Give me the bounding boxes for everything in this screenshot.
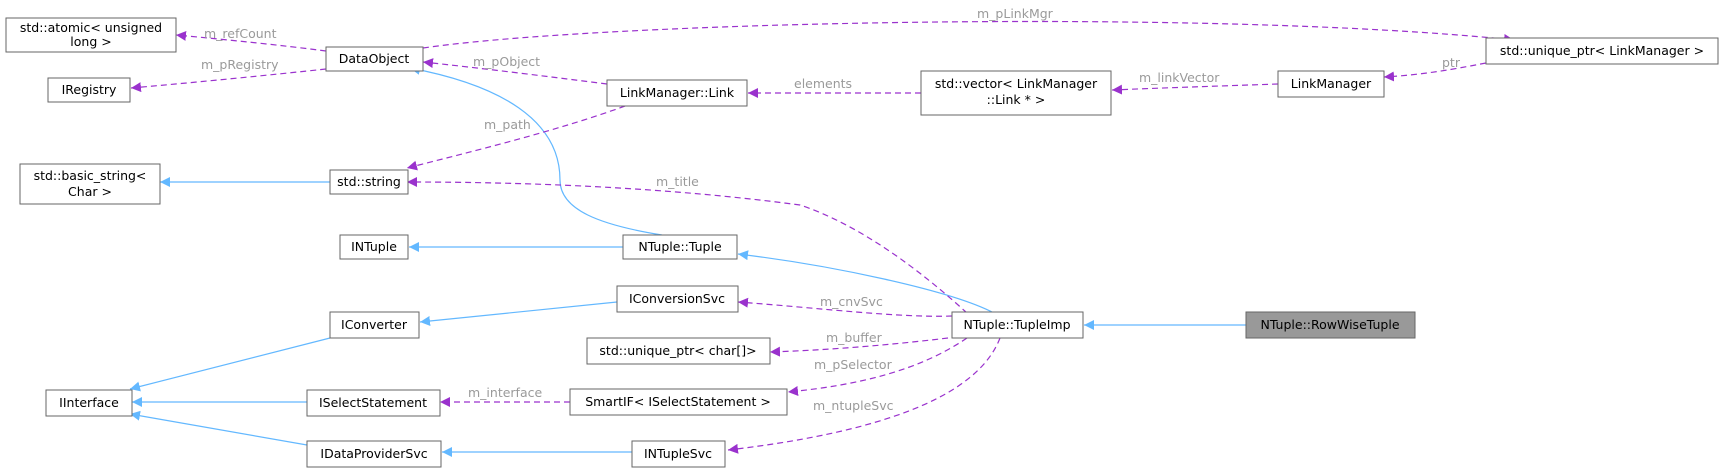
- node-label: DataObject: [339, 51, 410, 66]
- node-iconversionsvc[interactable]: IConversionSvc: [616, 285, 739, 313]
- edge-use-path: [406, 105, 626, 171]
- node-iselectstatement[interactable]: ISelectStatement: [306, 389, 441, 417]
- node-intuplesvc[interactable]: INTupleSvc: [631, 440, 726, 468]
- edge-label-ntuplesvc: m_ntupleSvc: [813, 398, 894, 413]
- node-iinterface[interactable]: IInterface: [45, 389, 133, 417]
- edge-inherit-tuple-dataobject: [409, 64, 663, 236]
- node-linkmanager-link[interactable]: LinkManager::Link: [606, 79, 748, 107]
- edge-label-interface: m_interface: [468, 385, 542, 400]
- edge-label-pregistry: m_pRegistry: [201, 57, 279, 72]
- edge-label-path: m_path: [484, 117, 531, 132]
- edge-use-title: [406, 177, 968, 314]
- edge-label-title: m_title: [656, 174, 699, 189]
- edge-label-pobject: m_pObject: [473, 54, 540, 69]
- node-label: LinkManager::Link: [620, 85, 735, 100]
- node-label: IRegistry: [62, 82, 117, 97]
- node-label: IInterface: [59, 395, 119, 410]
- edge-use-pregistry: [130, 68, 327, 93]
- node-label: NTuple::TupleImp: [963, 317, 1070, 332]
- node-label: NTuple::RowWiseTuple: [1260, 317, 1399, 332]
- node-label: LinkManager: [1291, 76, 1372, 91]
- node-intuple[interactable]: INTuple: [339, 234, 409, 260]
- node-label: std::basic_string<: [34, 168, 147, 183]
- edge-use-plinkmgr: [422, 20, 1515, 49]
- node-ntuple-rowwisetuple[interactable]: NTuple::RowWiseTuple: [1245, 311, 1416, 339]
- node-dataobject[interactable]: DataObject: [325, 46, 424, 72]
- edge-label-refcount: m_refCount: [204, 26, 277, 41]
- node-label: long >: [70, 34, 111, 49]
- edge-inherit-iconversionsvc-iconverter: [419, 301, 618, 326]
- node-std-vector[interactable]: std::vector< LinkManager ::Link * >: [920, 70, 1112, 116]
- node-idataprovidersvc[interactable]: IDataProviderSvc: [306, 440, 442, 468]
- edge-use-cnvsvc: [737, 297, 953, 317]
- node-label: std::unique_ptr< LinkManager >: [1500, 43, 1704, 58]
- edge-label-plinkmgr: m_pLinkMgr: [977, 6, 1054, 21]
- node-iconverter[interactable]: IConverter: [329, 311, 420, 339]
- node-label: SmartIF< ISelectStatement >: [585, 394, 771, 409]
- node-label: IDataProviderSvc: [320, 446, 427, 461]
- edge-use-pselector: [787, 337, 968, 397]
- edge-label-pselector: m_pSelector: [814, 357, 893, 372]
- edge-inherit-idataprovider-iinterface: [129, 410, 308, 446]
- node-unique-ptr-linkmanager[interactable]: std::unique_ptr< LinkManager >: [1485, 37, 1719, 65]
- node-ntuple-tuple[interactable]: NTuple::Tuple: [622, 234, 738, 260]
- edge-use-ptr: [1383, 62, 1487, 82]
- edge-label-buffer: m_buffer: [826, 330, 883, 345]
- node-label: ::Link * >: [987, 92, 1046, 107]
- node-std-string[interactable]: std::string: [329, 169, 409, 195]
- node-std-atomic[interactable]: std::atomic< unsigned long >: [5, 17, 177, 53]
- node-linkmanager[interactable]: LinkManager: [1277, 70, 1385, 98]
- node-ntuple-tupleimp[interactable]: NTuple::TupleImp: [951, 311, 1084, 339]
- node-label: std::string: [337, 174, 401, 189]
- node-label: std::atomic< unsigned: [20, 20, 162, 35]
- node-label: Char >: [68, 184, 112, 199]
- node-label: INTuple: [351, 239, 397, 254]
- edge-use-refcount: [175, 30, 327, 52]
- edge-use-buffer: [769, 337, 949, 357]
- edge-label-cnvsvc: m_cnvSvc: [820, 294, 883, 309]
- node-unique-ptr-char[interactable]: std::unique_ptr< char[]>: [586, 337, 771, 365]
- node-iregistry[interactable]: IRegistry: [47, 77, 131, 103]
- edge-use-ntuplesvc: [727, 337, 1001, 454]
- node-label: NTuple::Tuple: [638, 239, 722, 254]
- node-label: IConversionSvc: [629, 291, 725, 306]
- node-label: std::unique_ptr< char[]>: [599, 343, 756, 358]
- edge-use-pobject: [422, 58, 608, 85]
- edge-label-linkvector: m_linkVector: [1139, 70, 1220, 85]
- node-std-basic-string[interactable]: std::basic_string< Char >: [19, 163, 161, 205]
- node-label: ISelectStatement: [319, 395, 427, 410]
- edge-use-linkvector: [1111, 83, 1279, 95]
- node-label: INTupleSvc: [644, 446, 712, 461]
- edge-inherit-tupleimp-tuple: [737, 250, 995, 314]
- node-label: IConverter: [341, 317, 408, 332]
- node-smartif-iselectstatement[interactable]: SmartIF< ISelectStatement >: [569, 388, 788, 416]
- edge-label-ptr: ptr: [1442, 55, 1461, 70]
- edge-label-elements: elements: [794, 76, 852, 91]
- edge-inherit-iconverter-iinterface: [129, 337, 331, 392]
- node-label: std::vector< LinkManager: [935, 76, 1098, 91]
